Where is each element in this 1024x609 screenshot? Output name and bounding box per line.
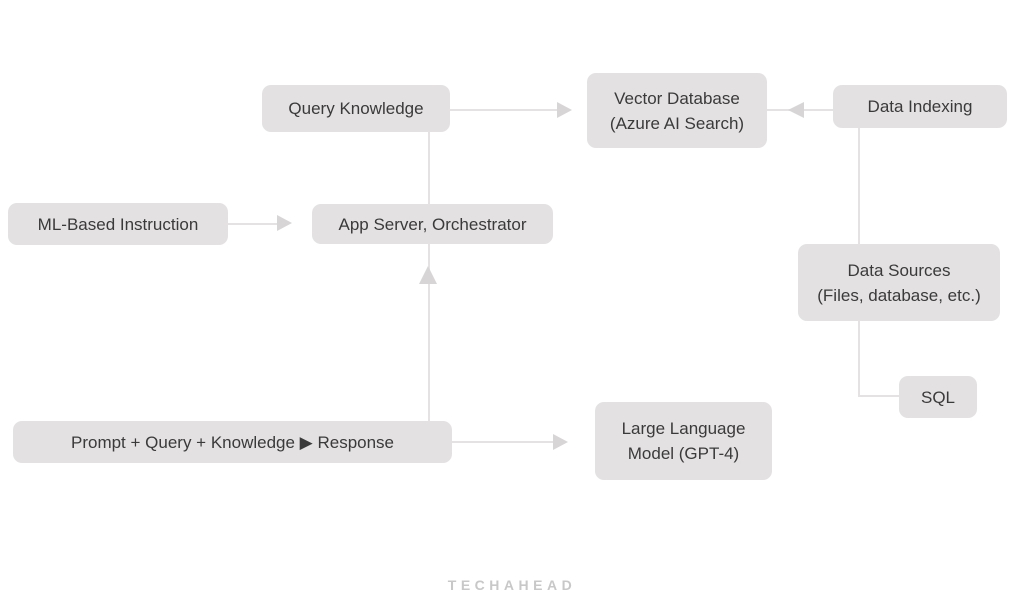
edge-data-sources-to-sql-vertical <box>858 321 860 397</box>
node-label: Data Indexing <box>867 97 973 116</box>
techahead-logo-watermark: TECHAHEAD <box>447 577 577 593</box>
edge-query-knowledge-to-app-server <box>428 132 430 204</box>
edge-ml-instruction-to-app-server <box>228 223 277 225</box>
edge-data-indexing-to-data-sources <box>858 128 860 244</box>
node-label: Large Language <box>621 419 746 438</box>
node-prompt-query-knowledge-response: Prompt + Query + Knowledge ▶ Response <box>13 421 452 463</box>
node-data-indexing: Data Indexing <box>833 85 1007 128</box>
arrowhead-left-icon <box>788 102 804 118</box>
edge-query-knowledge-to-vector-database <box>450 109 557 111</box>
node-query-knowledge: Query Knowledge <box>262 85 450 132</box>
arrowhead-right-icon <box>557 102 572 118</box>
node-data-sources: Data Sources (Files, database, etc.) <box>798 244 1000 321</box>
node-sublabel: (Files, database, etc.) <box>817 285 981 305</box>
node-sublabel: Model (GPT-4) <box>627 444 740 463</box>
node-large-language-model: Large Language Model (GPT-4) <box>595 402 772 480</box>
edge-prompt-to-llm <box>452 441 553 443</box>
node-app-server-orchestrator: App Server, Orchestrator <box>312 204 553 244</box>
node-vector-database: Vector Database (Azure AI Search) <box>587 73 767 148</box>
edge-prompt-to-app-server <box>428 244 430 421</box>
node-label: ML-Based Instruction <box>37 214 199 234</box>
node-label: App Server, Orchestrator <box>338 214 527 234</box>
edge-data-sources-to-sql-horizontal <box>858 395 899 397</box>
arrowhead-right-icon <box>553 434 568 450</box>
node-label: Query Knowledge <box>288 99 424 118</box>
arrowhead-right-icon <box>277 215 292 231</box>
node-label: Prompt + Query + Knowledge ▶ Response <box>70 432 395 452</box>
arrowhead-up-icon <box>419 266 437 284</box>
node-sql: SQL <box>899 376 977 418</box>
node-label: Data Sources <box>847 260 951 280</box>
node-sublabel: (Azure AI Search) <box>609 113 745 133</box>
node-ml-based-instruction: ML-Based Instruction <box>8 203 228 245</box>
node-label: Vector Database <box>614 88 740 108</box>
node-label: SQL <box>920 387 956 407</box>
